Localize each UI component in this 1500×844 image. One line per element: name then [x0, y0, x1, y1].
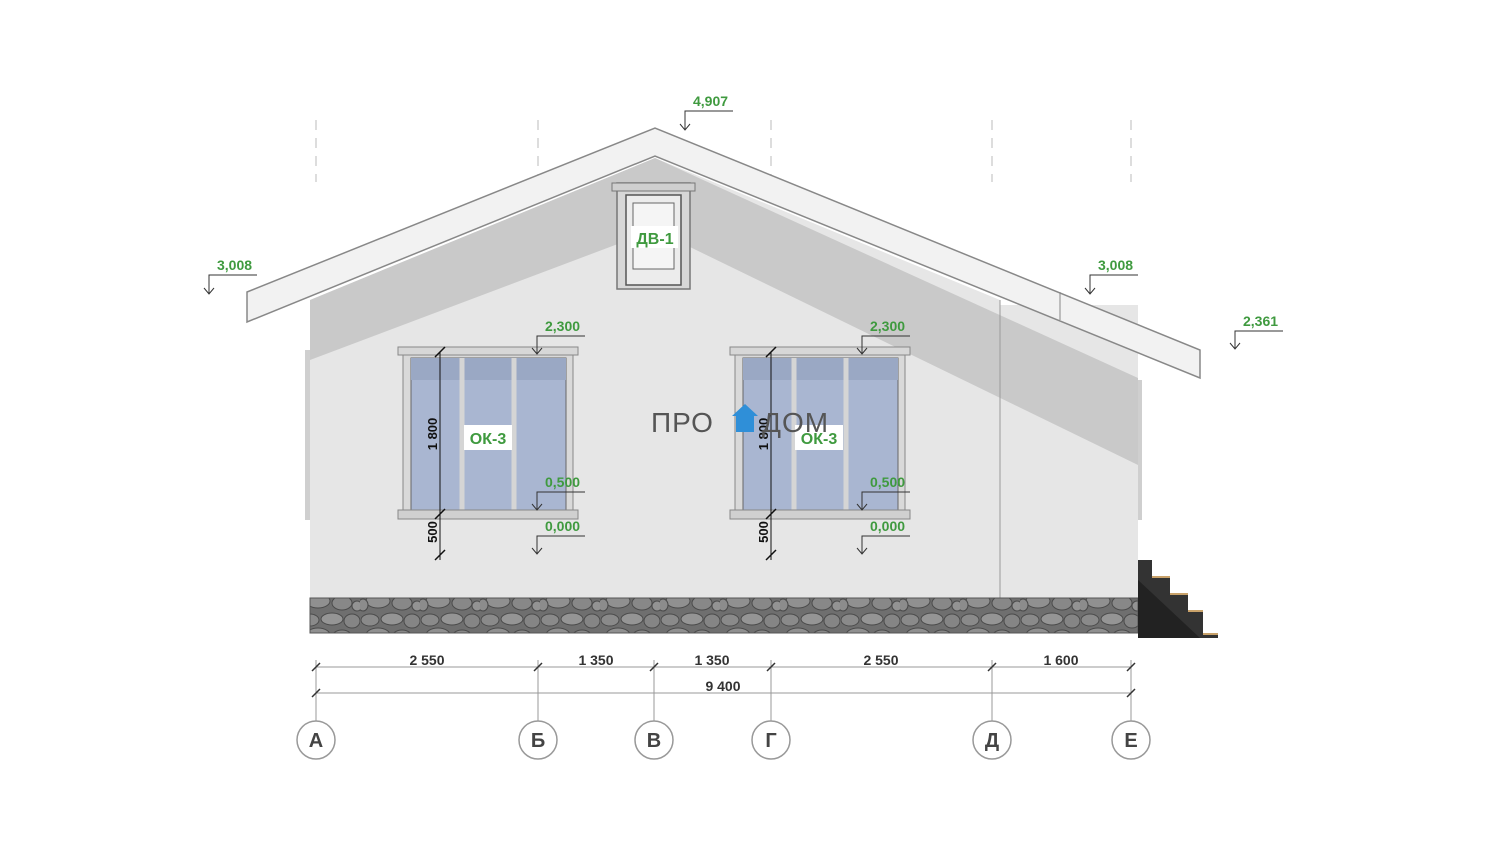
level-marks	[203, 110, 1283, 555]
level-eave-left: 3,008	[217, 257, 252, 273]
dim-segment-4: 2 550	[863, 652, 898, 668]
roof	[246, 127, 1201, 380]
logo-text-left: ПРО	[651, 407, 714, 438]
window-dim-left: 1 800 500	[425, 346, 446, 561]
level-zero-right: 0,000	[870, 518, 905, 534]
axis-label-v: В	[647, 730, 661, 752]
right-window-sill-height: 500	[756, 521, 771, 543]
dim-segment-1: 2 550	[409, 652, 444, 668]
dim-segment-2: 1 350	[578, 652, 613, 668]
dim-total: 9 400	[705, 678, 740, 694]
dimension-chain	[311, 660, 1136, 730]
entrance-stairs	[1138, 560, 1218, 638]
level-window-top-right: 2,300	[870, 318, 905, 334]
window-left: ОК-3	[397, 346, 579, 520]
level-sill-right: 0,500	[870, 474, 905, 490]
left-window-sill-height: 500	[425, 521, 440, 543]
axis-label-d: Д	[985, 730, 999, 752]
level-ridge: 4,907	[693, 93, 728, 109]
house-logo-icon	[732, 404, 758, 432]
window-left-tag: ОК-3	[470, 431, 507, 448]
stone-plinth	[309, 597, 1139, 634]
axis-label-g: Г	[765, 730, 776, 752]
logo-text-right: ДОМ	[762, 407, 829, 438]
roof-shadow	[310, 158, 1138, 465]
level-zero-left: 0,000	[545, 518, 580, 534]
window-dim-right: 1 800 500	[756, 346, 777, 561]
axis-label-a: А	[309, 730, 323, 752]
level-eave-low-right: 2,361	[1243, 313, 1278, 329]
left-window-height: 1 800	[425, 418, 440, 451]
level-eave-right: 3,008	[1098, 257, 1133, 273]
axis-bubbles	[296, 720, 1151, 760]
level-window-top-left: 2,300	[545, 318, 580, 334]
prodom-logo: ПРО ДОМ	[651, 404, 829, 438]
right-window-height: 1 800	[756, 418, 771, 451]
window-right: ОК-3	[729, 346, 911, 520]
axis-label-b: Б	[531, 730, 545, 752]
dim-segment-5: 1 600	[1043, 652, 1078, 668]
axis-label-e: Е	[1124, 730, 1137, 752]
gable-door: ДВ-1	[611, 182, 696, 290]
window-right-tag: ОК-3	[801, 431, 838, 448]
level-sill-left: 0,500	[545, 474, 580, 490]
gable-door-tag: ДВ-1	[636, 231, 673, 248]
dim-segment-3: 1 350	[694, 652, 729, 668]
